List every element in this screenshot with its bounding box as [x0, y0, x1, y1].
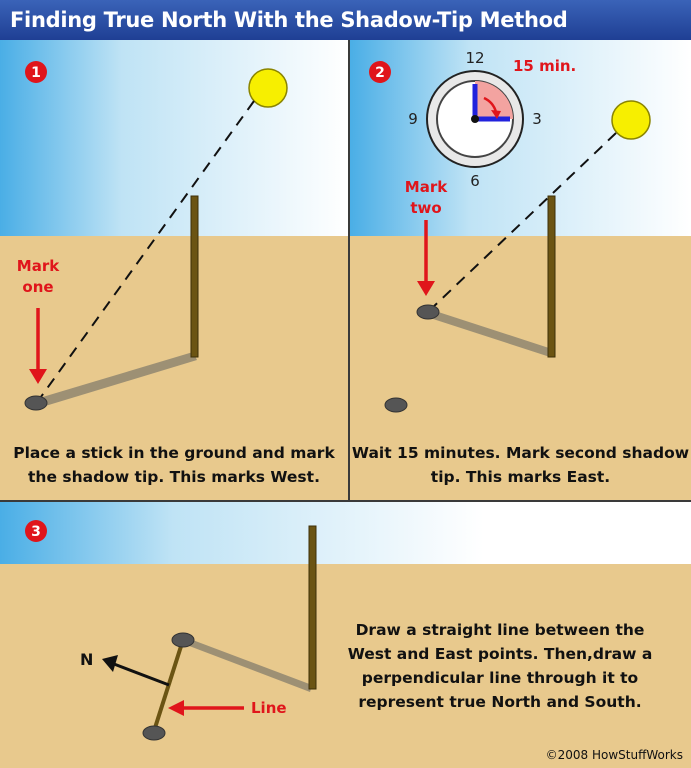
ground: [0, 236, 348, 500]
rock-mark-two: [171, 632, 195, 648]
stick-shadow: [426, 308, 552, 357]
north-label: N: [80, 650, 93, 669]
stick: [190, 195, 199, 358]
mark-two-label-line2: two: [410, 199, 441, 217]
stick-shadow: [182, 636, 312, 692]
clock-number-6: 6: [470, 172, 480, 190]
clock-number-9: 9: [408, 110, 418, 128]
mark-one-arrow-icon: [29, 308, 47, 384]
line-label: Line: [251, 699, 287, 717]
step-badge: [369, 61, 391, 83]
step-badge: [25, 61, 47, 83]
rock-mark-one: [142, 725, 166, 741]
ground: [350, 236, 691, 500]
mark-two-arrow-icon: [417, 220, 435, 296]
stick: [547, 195, 556, 358]
sun-ray: [37, 100, 255, 402]
copyright-text: ©2008 HowStuffWorks: [545, 748, 683, 762]
north-arrow-icon: [102, 655, 170, 687]
panel-divider-vertical: [348, 40, 350, 502]
sun-icon: [248, 68, 288, 108]
rock-mark-one: [24, 395, 48, 411]
stick: [308, 525, 317, 690]
step-number: 3: [31, 524, 41, 540]
panel-step-1: Mark one 1 Place a stick in the ground a…: [0, 40, 348, 500]
panel-1-caption: Place a stick in the ground and mark the…: [13, 444, 335, 486]
panel-divider-horizontal: [0, 500, 691, 502]
mark-one-label-line1: Mark: [17, 257, 60, 275]
rock-mark-two: [416, 304, 440, 320]
panel-3-caption: Draw a straight line between the West an…: [347, 621, 653, 711]
panel-step-3: N Line 3 Draw a straight line between th…: [0, 502, 691, 768]
elapsed-sector: [475, 81, 513, 119]
line-arrow-icon: [168, 700, 244, 716]
sky: [0, 40, 348, 236]
panel-1-illustration: Mark one 1: [0, 40, 348, 500]
step-number: 2: [375, 65, 385, 81]
clock-icon: [426, 70, 524, 168]
panel-step-2: Mark two 12 3 6 9 15 min. 2 Wait 15 minu…: [350, 40, 691, 500]
clock-number-12: 12: [465, 49, 484, 67]
clock-number-3: 3: [532, 110, 542, 128]
panel-2-caption: Wait 15 minutes. Mark second shadow tip.…: [351, 444, 690, 486]
sun-icon: [611, 100, 651, 140]
mark-two-label-line1: Mark: [405, 178, 448, 196]
sky: [0, 502, 691, 564]
panel-3-illustration: N Line 3: [0, 502, 691, 768]
panel-2-illustration: Mark two 12 3 6 9 15 min. 2: [350, 40, 691, 500]
stick-shadow: [36, 352, 197, 407]
step-badge: [25, 520, 47, 542]
step-number: 1: [31, 65, 41, 81]
page-title: Finding True North With the Shadow-Tip M…: [0, 0, 691, 40]
timer-label: 15 min.: [513, 57, 576, 75]
mark-one-label-line2: one: [22, 278, 53, 296]
rock-mark-one: [384, 397, 408, 413]
sun-ray: [429, 132, 617, 311]
